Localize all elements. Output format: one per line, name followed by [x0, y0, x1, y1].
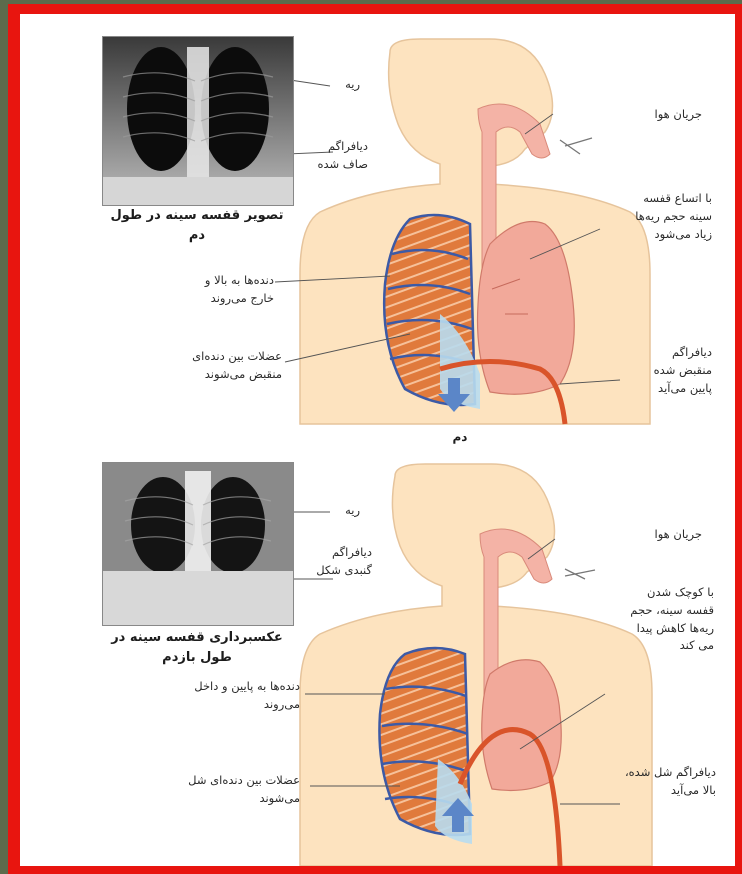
inhale-chest-xray — [102, 36, 294, 206]
exhale-chest-xray — [102, 462, 294, 626]
inhale-label-lung: ریه — [320, 76, 360, 94]
inhale-label-diaphragm-down: دیافراگم منقبض شده پایین می‌آید — [620, 344, 712, 397]
inhale-label-muscles: عضلات بین دنده‌ای منقبض می‌شوند — [142, 348, 282, 384]
exhale-label-volume-decrease: با کوچک شدن قفسه سینه، حجم ریه‌ها کاهش پ… — [598, 584, 714, 655]
slide-canvas: تصویر قفسه سینه در طول دم ریه دیافراگم ص… — [20, 14, 735, 866]
inhale-label-ribs: دنده‌ها به بالا و خارج می‌روند — [162, 272, 274, 308]
exhale-label-ribs: دنده‌ها به پایین و داخل می‌روند — [140, 678, 300, 714]
exhale-xray-caption: عکسبرداری قفسه سینه در طول بازدم — [90, 628, 304, 667]
exhale-label-diaphragm-dome: دیافراگم گنبدی شکل — [288, 544, 372, 580]
exhale-label-muscles: عضلات بین دنده‌ای شل می‌شوند — [124, 772, 300, 808]
inhale-label-airflow: جریان هوا — [610, 106, 702, 124]
inhale-label-volume-increase: با اتساع قفسه سینه حجم ریه‌ها زیاد می‌شو… — [600, 190, 712, 243]
inhale-lung — [478, 222, 575, 395]
exhale-label-lung: ریه — [320, 502, 360, 520]
inhale-xray-caption: تصویر قفسه سینه در طول دم — [100, 206, 294, 245]
exhale-label-diaphragm-up: دیافراگم شل شده، بالا می‌آید — [606, 764, 716, 800]
inhale-title: دم — [440, 428, 480, 446]
exhale-label-airflow: جریان هوا — [610, 526, 702, 544]
inhale-label-diaphragm-flat: دیافراگم صاف شده — [294, 138, 368, 174]
exhale-body-silhouette — [300, 464, 652, 866]
